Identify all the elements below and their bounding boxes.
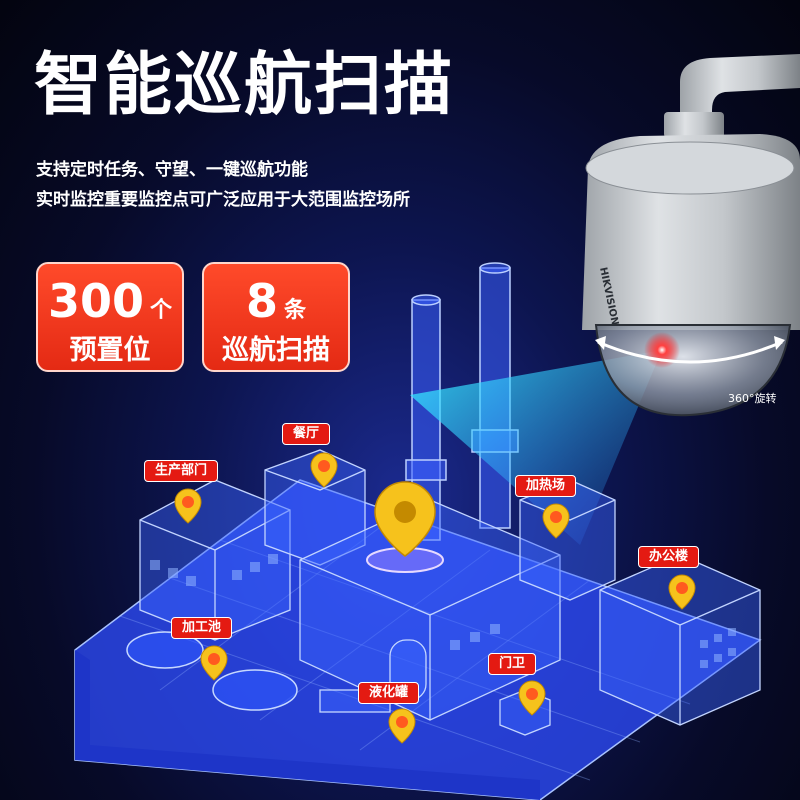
preset-unit: 个 (150, 298, 173, 323)
tag-processing-pool: 加工池 (171, 617, 233, 639)
rotation-label: 360°旋转 (728, 392, 777, 405)
subtitle-line-1: 支持定时任务、守望、一键巡航功能 (36, 160, 308, 180)
tag-liquid-tank: 液化罐 (358, 682, 420, 704)
location-pin-icon (200, 645, 228, 681)
ptz-camera: HIKVISION (582, 54, 800, 417)
tag-production-dept: 生产部门 (144, 460, 219, 482)
tag-restaurant: 餐厅 (282, 423, 331, 445)
location-pin-icon (518, 680, 546, 716)
tag-office-building: 办公楼 (638, 546, 700, 568)
subtitle-line-2: 实时监控重要监控点可广泛应用于大范围监控场所 (36, 190, 410, 210)
chimney-left (405, 294, 447, 541)
location-pin-icon (668, 574, 696, 610)
location-pin-icon (388, 708, 416, 744)
cruise-count: 8 (245, 274, 278, 328)
center-location-pin (366, 481, 444, 573)
location-pin-icon (542, 503, 570, 539)
location-pin-icon (310, 452, 338, 488)
preset-label: 预置位 (69, 335, 151, 366)
tag-heating-yard: 加热场 (515, 475, 577, 497)
page-title: 智能巡航扫描 (34, 46, 455, 125)
cruise-label: 巡航扫描 (222, 335, 330, 366)
scan-beam (410, 350, 662, 545)
location-pin-icon (174, 488, 202, 524)
preset-count: 300 (47, 274, 144, 328)
cruise-unit: 条 (284, 298, 307, 323)
tag-guard-house: 门卫 (488, 653, 537, 675)
